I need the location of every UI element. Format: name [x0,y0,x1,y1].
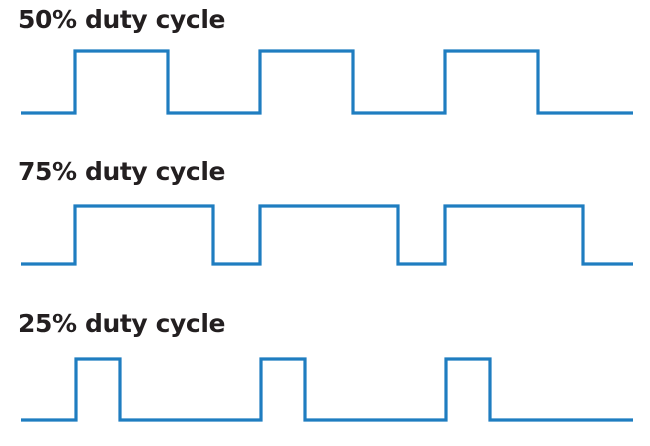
waveform-plot-75 [21,204,633,266]
waveform-label-75: 75% duty cycle [18,157,226,186]
waveform-block-25: 25% duty cycle [0,304,650,446]
waveform-path-75 [21,204,633,266]
waveform-label-50: 50% duty cycle [18,5,226,34]
waveform-path-50 [21,49,633,115]
waveform-path-25 [21,357,633,422]
waveform-block-75: 75% duty cycle [0,152,650,304]
waveform-label-25: 25% duty cycle [18,309,226,338]
waveform-block-50: 50% duty cycle [0,0,650,150]
waveform-plot-25 [21,357,633,422]
waveform-plot-50 [21,49,633,115]
